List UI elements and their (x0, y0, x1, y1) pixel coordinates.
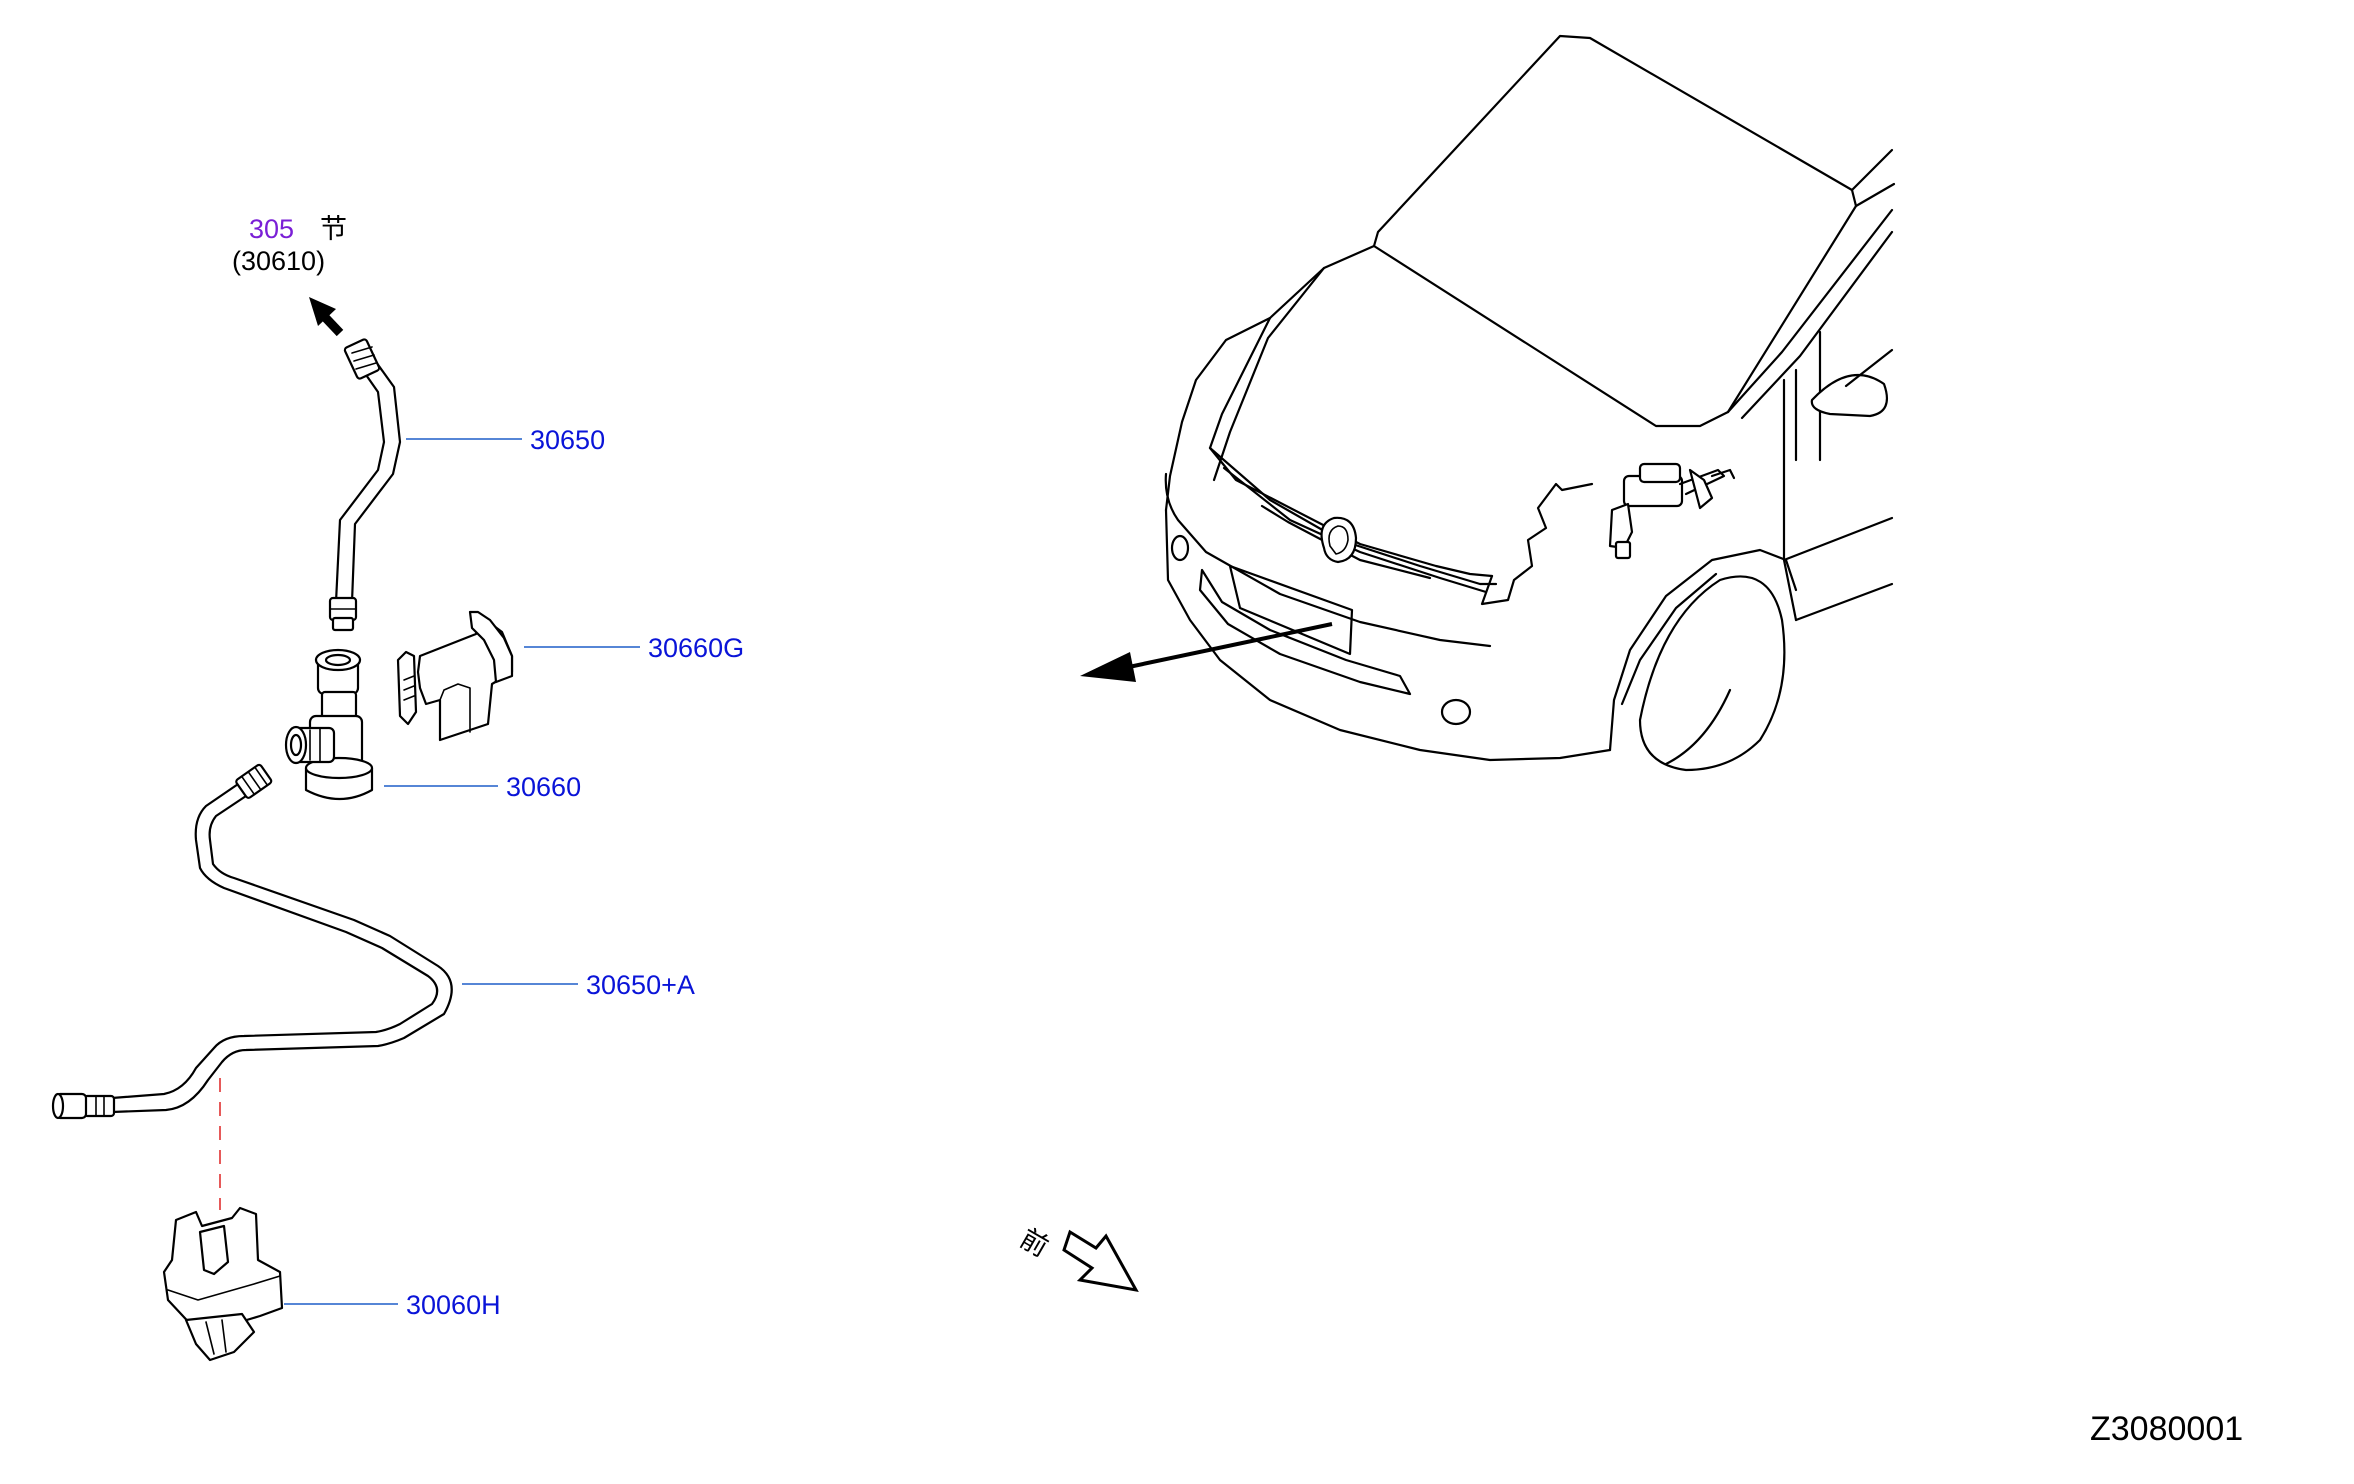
diagram-code: Z3080001 (2090, 1410, 2243, 1448)
car-illustration (1080, 34, 1896, 772)
callout-30060H[interactable]: 30060H (284, 1290, 501, 1320)
connector-30660[interactable] (284, 648, 374, 800)
callout-30660G[interactable]: 30660G (524, 633, 744, 663)
front-label: 前 (1015, 1223, 1054, 1263)
up-left-arrow-icon (309, 297, 344, 337)
front-arrow-icon (1062, 1229, 1139, 1293)
svg-text:30660G: 30660G (648, 633, 744, 663)
svg-text:30060H: 30060H (406, 1290, 501, 1320)
tube-30650A[interactable] (51, 763, 453, 1120)
section-number-link[interactable]: 305 (249, 214, 294, 244)
callout-30650[interactable]: 30650 (406, 425, 605, 455)
part-reference: (30610) (232, 246, 325, 276)
callout-30650A[interactable]: 30650+A (462, 970, 695, 1000)
clip-30060H[interactable] (162, 1206, 284, 1362)
clip-30660G[interactable] (396, 610, 514, 742)
section-char: 节 (320, 214, 347, 245)
svg-text:30650+A: 30650+A (586, 970, 695, 1000)
callout-30660[interactable]: 30660 (384, 772, 581, 802)
master-cylinder-icon (1608, 462, 1736, 560)
tube-30650[interactable] (328, 338, 402, 632)
svg-text:30650: 30650 (530, 425, 605, 455)
svg-text:30660: 30660 (506, 772, 581, 802)
